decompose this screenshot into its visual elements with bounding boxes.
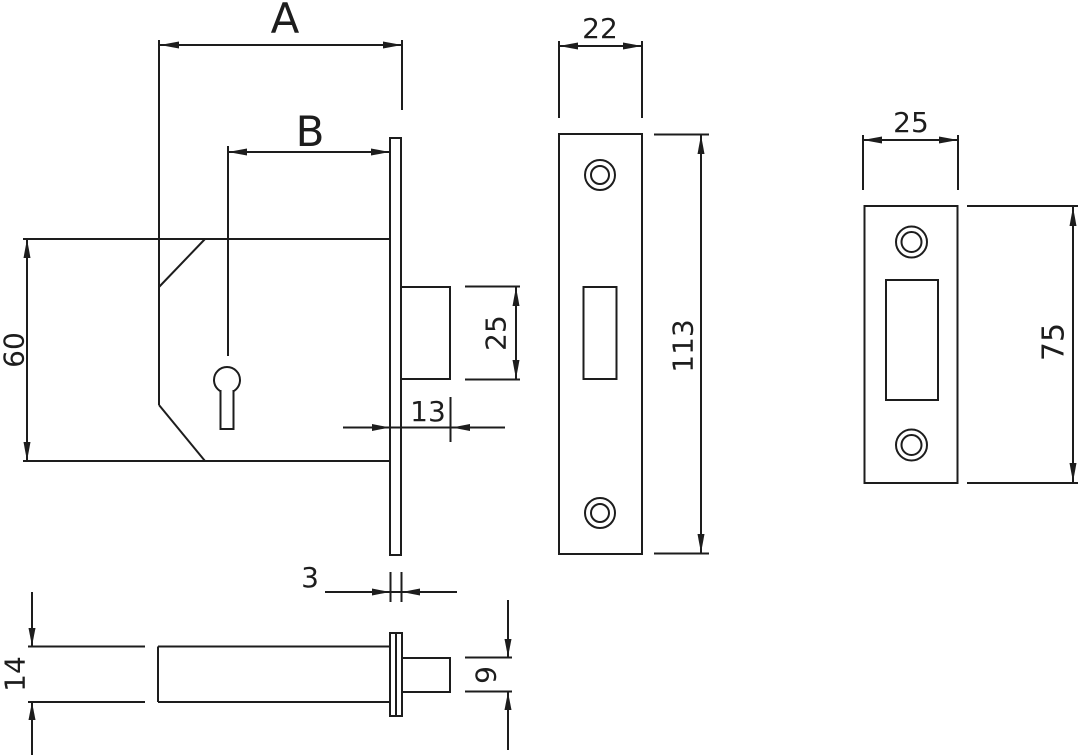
keyhole-stem [219,390,235,430]
dim-label-case-height: 60 [0,332,31,368]
faceplate-front-view: 22 113 [558,12,709,555]
dim-9-arrow-top [504,639,512,657]
dim-label-bolt-height: 25 [480,315,513,351]
dim-label-faceplate-length: 113 [667,319,700,372]
dim-label-bolt-throw: 13 [410,395,446,428]
dim-14-arrow-top [28,628,36,646]
dim-14-arrow-bottom [28,702,36,720]
dim-9-arrow-bottom [504,692,512,710]
faceplate-bolt-cutout [582,286,618,380]
dim-label-faceplate-thickness: 3 [301,561,319,594]
dim-label-bolt-width: 9 [470,666,503,684]
keyhole-circle [213,366,241,394]
strike-plate-view: 25 75 [862,106,1078,484]
dim-label-case-depth: 14 [0,656,32,692]
case-bottom-chamfer [158,404,206,462]
dim-label-a: A [271,0,300,43]
bolt-top-view [401,657,451,693]
dim-13-arrow-right [452,424,470,431]
dim-label-b: B [296,107,325,156]
case-top-chamfer [158,238,206,288]
strike-screw-hole-top-outer [895,225,928,259]
strike-plate-outline [863,205,959,484]
strike-screw-hole-top-inner [900,231,923,253]
faceplate-screw-hole-bottom-outer [584,497,616,529]
faceplate-screw-hole-top-inner [590,165,610,185]
faceplate-screw-hole-top-outer [584,159,616,191]
top-view: 14 9 [0,592,512,755]
dim-3-arrow-left [372,588,390,596]
dim-label-strike-length: 75 [1037,323,1072,361]
strike-screw-hole-bottom-inner [900,434,923,456]
strike-screw-hole-bottom-outer [895,428,928,462]
dim-label-strike-width: 25 [893,106,929,139]
dim-3-arrow-right [402,588,420,596]
faceplate-edge [389,137,402,556]
dim-label-faceplate-width: 22 [582,12,618,45]
strike-bolt-cutout [885,279,939,401]
faceplate-screw-hole-bottom-inner [590,503,610,523]
side-view: A B 60 25 13 3 [0,0,520,602]
dim-13-arrow-left [372,424,390,431]
faceplate-outline [558,133,643,555]
bolt [400,286,451,380]
